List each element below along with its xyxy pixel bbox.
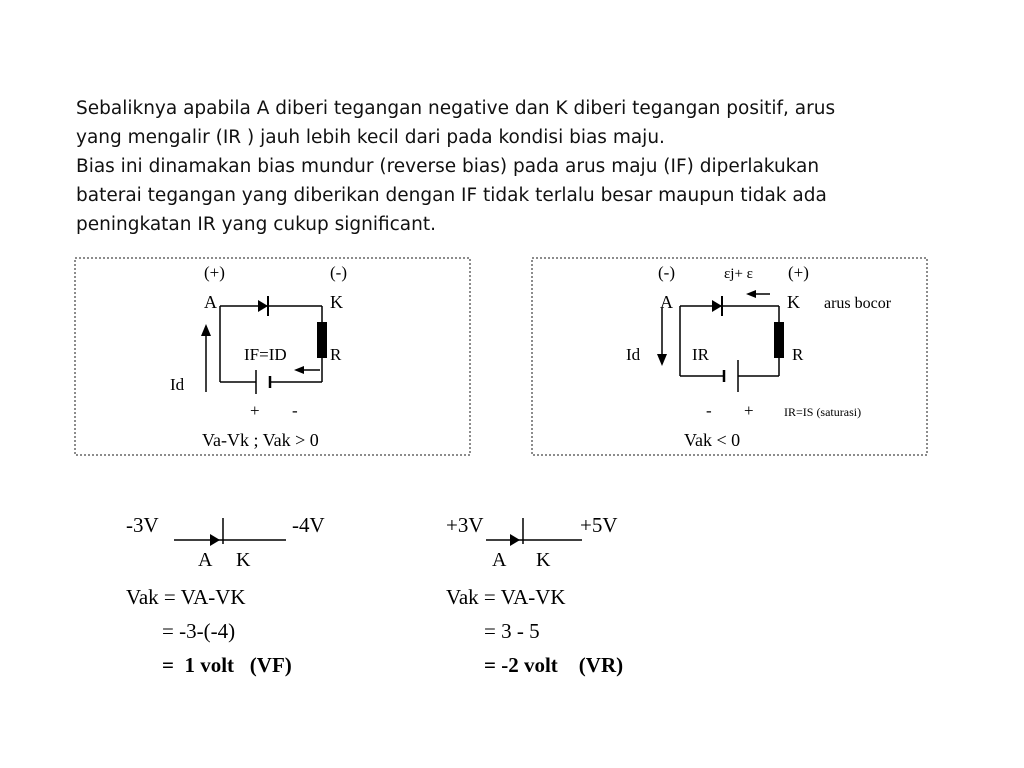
side-current-label: Id xyxy=(626,345,641,364)
id-arrow-head xyxy=(657,354,667,366)
left-voltage: -3V xyxy=(126,513,159,537)
forward-bias-diagram: (+) (-) A K R IF=ID Id + - Va-Vk ; Vak >… xyxy=(74,257,471,456)
leak-arrow-head xyxy=(746,290,756,298)
result: = 1 volt (VF) xyxy=(162,653,292,677)
cathode-sign: (+) xyxy=(788,263,809,282)
left-voltage: +3V xyxy=(446,513,484,537)
saturation-label: IR=IS (saturasi) xyxy=(784,405,861,419)
battery-minus: - xyxy=(706,401,712,420)
id-arrow-head xyxy=(201,324,211,336)
diode-triangle xyxy=(712,300,722,312)
resistor-label: R xyxy=(330,345,342,364)
result: = -2 volt (VR) xyxy=(484,653,623,677)
right-voltage: -4V xyxy=(292,513,325,537)
cathode-label: K xyxy=(330,292,343,312)
paragraph-line: Bias ini dinamakan bias mundur (reverse … xyxy=(76,156,820,177)
paragraph-line: baterai tegangan yang diberikan dengan I… xyxy=(76,185,827,206)
reverse-example: +3V +5V A K Vak = VA-VK = 3 - 5 = -2 vol… xyxy=(446,513,623,677)
right-voltage: +5V xyxy=(580,513,618,537)
battery-plus: + xyxy=(744,401,754,420)
formula: Vak = VA-VK xyxy=(446,585,566,609)
condition-label: Va-Vk ; Vak > 0 xyxy=(202,430,319,450)
side-current-label: Id xyxy=(170,375,185,394)
current-label: IR xyxy=(692,345,710,364)
paragraph-line: peningkatan IR yang cukup significant. xyxy=(76,214,437,235)
calculation-step: = 3 - 5 xyxy=(484,619,540,643)
formula: Vak = VA-VK xyxy=(126,585,246,609)
anode-label: A xyxy=(198,549,213,571)
leak-label: arus bocor xyxy=(824,295,892,312)
anode-label: A xyxy=(204,292,217,312)
resistor xyxy=(317,322,327,358)
body-paragraph: Sebaliknya apabila A diberi tegangan neg… xyxy=(76,94,956,239)
condition-label: Vak < 0 xyxy=(684,430,740,450)
diode-triangle xyxy=(510,534,520,546)
cathode-label: K xyxy=(236,549,251,571)
junction-label: εj+ ε xyxy=(724,266,753,282)
anode-sign: (-) xyxy=(658,263,675,282)
anode-sign: (+) xyxy=(204,263,225,282)
cathode-label: K xyxy=(536,549,551,571)
cathode-sign: (-) xyxy=(330,263,347,282)
current-label: IF=ID xyxy=(244,345,287,364)
battery-plus: + xyxy=(250,401,260,420)
resistor xyxy=(774,322,784,358)
anode-label: A xyxy=(492,549,507,571)
paragraph-line: yang mengalir (IR ) jauh lebih kecil dar… xyxy=(76,127,665,148)
current-arrow-head xyxy=(294,366,304,374)
resistor-label: R xyxy=(792,345,804,364)
reverse-bias-diagram: (-) εj+ ε (+) A K arus bocor R IR Id - +… xyxy=(531,257,928,456)
diode-triangle xyxy=(258,300,268,312)
cathode-label: K xyxy=(787,292,800,312)
diagram-frame xyxy=(74,257,471,456)
paragraph-line: Sebaliknya apabila A diberi tegangan neg… xyxy=(76,98,836,119)
battery-minus: - xyxy=(292,401,298,420)
forward-example: -3V -4V A K Vak = VA-VK = -3-(-4) = 1 vo… xyxy=(126,513,325,677)
diode-triangle xyxy=(210,534,220,546)
anode-label: A xyxy=(660,292,673,312)
diagram-frame xyxy=(531,257,928,456)
calculation-step: = -3-(-4) xyxy=(162,619,235,643)
